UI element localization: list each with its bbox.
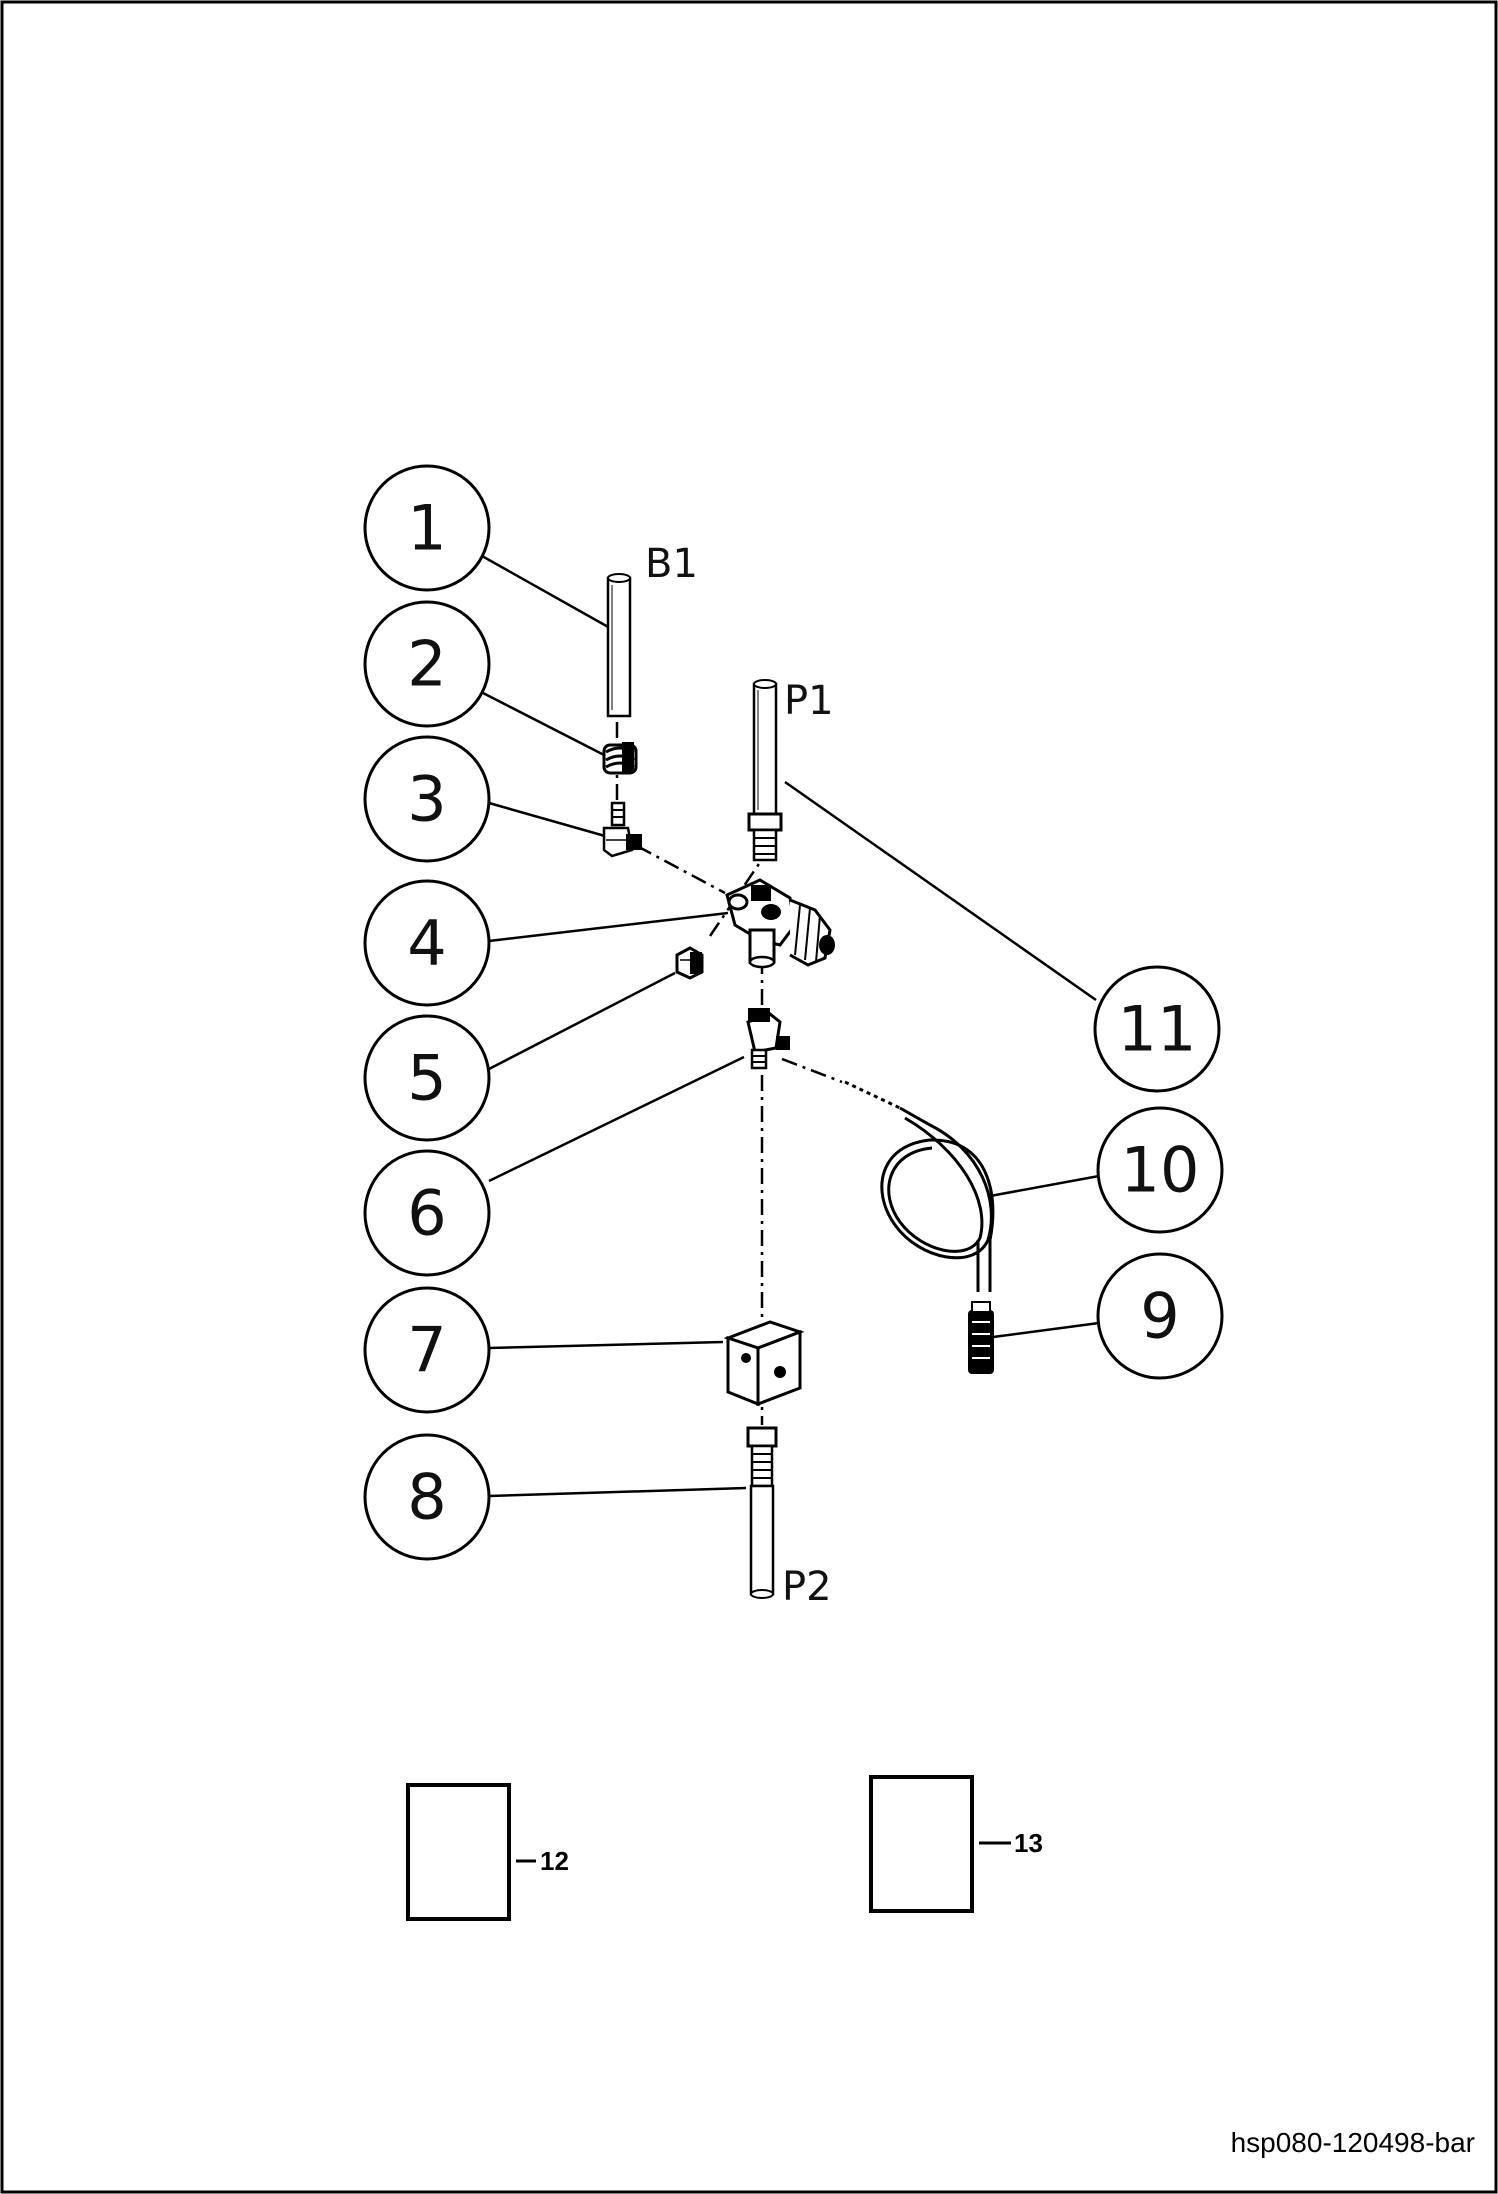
part-7-block xyxy=(723,1320,805,1407)
callout-6-label: 6 xyxy=(407,1177,446,1250)
port-label-p2: P2 xyxy=(782,1564,832,1610)
callout-1-label: 1 xyxy=(407,492,446,565)
part-1-hose xyxy=(606,573,632,718)
callout-5-label: 5 xyxy=(407,1042,446,1115)
callout-11: 11 xyxy=(1093,965,1221,1093)
part-8-tube xyxy=(746,1426,778,1599)
assembly-centerlines xyxy=(615,722,843,1425)
callout-8-label: 8 xyxy=(407,1461,446,1534)
callout-1: 1 xyxy=(363,464,491,592)
callout-4-label: 4 xyxy=(407,907,446,980)
callout-5: 5 xyxy=(363,1014,491,1142)
callout-4: 4 xyxy=(363,879,491,1007)
kit-13-label: 13 xyxy=(1014,1828,1043,1858)
part-9-filter xyxy=(968,1301,994,1374)
callout-7: 7 xyxy=(363,1286,491,1414)
part-6-tee-fitting xyxy=(746,1008,790,1070)
callout-2-label: 2 xyxy=(407,628,446,701)
callout-6: 6 xyxy=(363,1149,491,1277)
part-3-elbow-fitting xyxy=(602,801,642,858)
callout-9: 9 xyxy=(1096,1252,1224,1380)
part-5-plug xyxy=(675,946,704,980)
kit-13: 13 xyxy=(869,1775,1043,1913)
kit-12-label: 12 xyxy=(540,1846,569,1876)
callout-8: 8 xyxy=(363,1433,491,1561)
kit-12: 12 xyxy=(406,1783,569,1921)
callout-3-label: 3 xyxy=(407,763,446,836)
drawing-id: hsp080-120498-bar xyxy=(1231,2127,1475,2158)
callout-10-label: 10 xyxy=(1121,1134,1200,1207)
part-10-coiled-line xyxy=(844,1080,995,1292)
leader-lines xyxy=(481,554,1100,1498)
port-label-b1: B1 xyxy=(645,541,698,587)
part-11-tube xyxy=(747,679,783,862)
port-label-p1: P1 xyxy=(784,678,834,724)
callout-10: 10 xyxy=(1096,1106,1224,1234)
callout-3: 3 xyxy=(363,735,491,863)
callout-7-label: 7 xyxy=(407,1314,446,1387)
part-2-clamp xyxy=(602,742,638,775)
part-4-valve xyxy=(725,878,835,969)
callout-11-label: 11 xyxy=(1118,993,1197,1066)
callout-2: 2 xyxy=(363,600,491,728)
callout-9-label: 9 xyxy=(1140,1280,1179,1353)
